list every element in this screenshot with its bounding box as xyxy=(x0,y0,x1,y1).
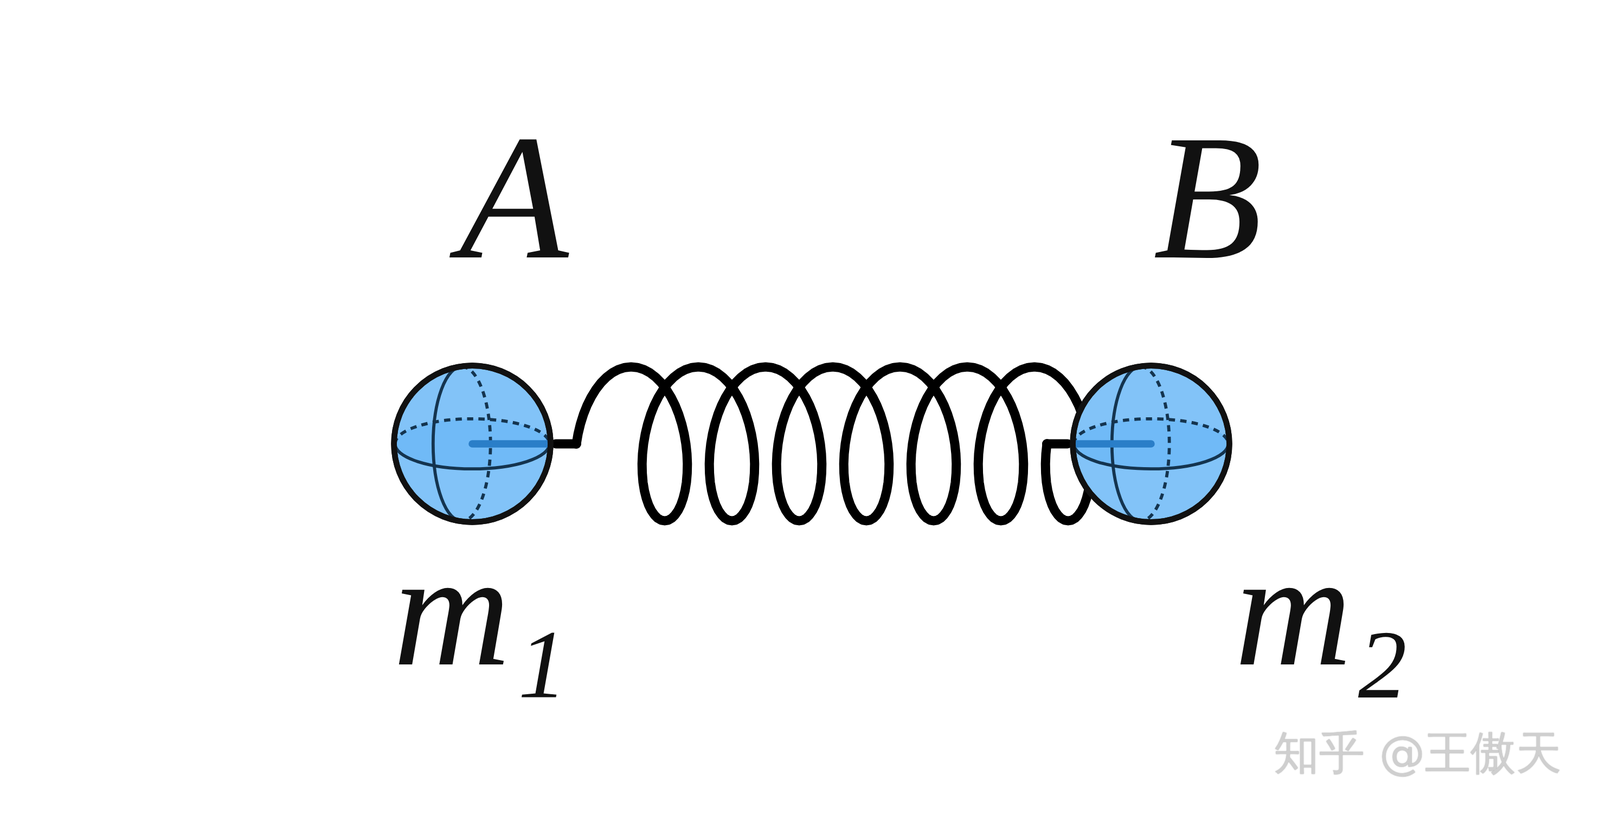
mass-label: m₁ xyxy=(393,528,568,692)
point-label: A xyxy=(459,107,569,287)
mass-label: m₂ xyxy=(1234,528,1409,692)
mass-ball: Bm₂ xyxy=(1067,360,1235,528)
sphere-mass xyxy=(1067,360,1235,528)
point-label: B xyxy=(1153,107,1263,287)
spring xyxy=(555,367,1091,522)
sphere-mass xyxy=(388,360,556,528)
watermark: 知乎 @王傲天 xyxy=(1273,730,1562,776)
mass-ball: Am₁ xyxy=(388,360,556,528)
